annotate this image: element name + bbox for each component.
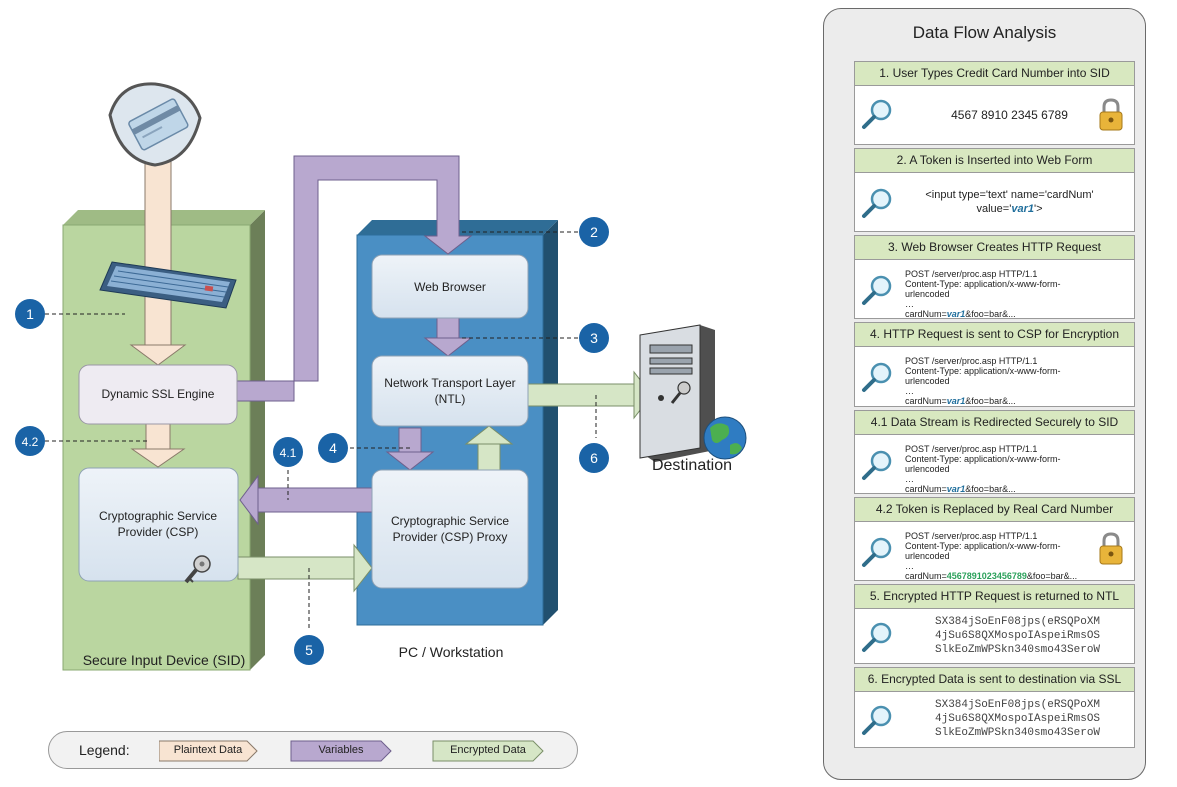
step-1-card-number: 4567 8910 2345 6789 [951,108,1068,122]
magnifier-icon [862,537,892,567]
keyboard-icon [99,261,237,309]
data-flow-diagram: Dynamic SSL Engine Cryptographic Service… [15,82,747,671]
legend-plaintext: Plaintext Data [173,744,243,756]
csp-label-line2: Provider (CSP) [118,525,199,539]
step-2-line1: <input type='text' name='cardNum' [925,189,1094,201]
csp-proxy-label-line2: Provider (CSP) Proxy [393,530,508,544]
legend-label: Legend: [79,742,130,758]
legend-variables-swatch [290,740,392,762]
legend-encrypted: Encrypted Data [450,744,526,756]
magnifier-icon [862,622,892,652]
csp-proxy-label-line1: Cryptographic Service [391,514,509,528]
marker-4-2: 4.2 [15,426,45,456]
data-flow-analysis-panel: Data Flow Analysis 1. User Types Credit … [823,8,1146,780]
step-3-header: 3. Web Browser Creates HTTP Request [854,235,1135,260]
marker-3: 3 [579,323,609,353]
csp-label-line1: Cryptographic Service [99,509,217,523]
globe-icon [703,416,747,460]
step-4-header: 4. HTTP Request is sent to CSP for Encry… [854,322,1135,347]
variables-arrow-browser-to-ntl [423,317,473,357]
web-browser-label: Web Browser [414,280,486,294]
step-4-2-header: 4.2 Token is Replaced by Real Card Numbe… [854,497,1135,522]
variables-arrow-ssl-to-browser [236,155,473,402]
step-2-line2: value='var1'> [976,203,1043,215]
key-icon [184,555,211,584]
step-6-header: 6. Encrypted Data is sent to destination… [854,667,1135,692]
legend-swatches [159,740,544,762]
svg-text:4.1: 4.1 [280,446,297,460]
lock-icon [1099,532,1123,565]
marker-4-1: 4.1 [273,437,303,467]
marker-4: 4 [318,433,348,463]
svg-text:3: 3 [590,330,598,346]
plaintext-arrow-card [129,159,187,366]
panel-title: Data Flow Analysis [912,23,1057,42]
step-2-form-code: <input type='text' name='cardNum' value=… [895,188,1124,216]
variables-arrow-ntl-to-proxy [385,427,435,471]
dynamic-ssl-engine-label: Dynamic SSL Engine [102,387,215,401]
marker-6: 6 [579,443,609,473]
marker-1: 1 [15,299,45,329]
step-4-1-header: 4.1 Data Stream is Redirected Securely t… [854,410,1135,435]
plaintext-arrow-ssl-to-csp [130,423,186,468]
magnifier-icon [862,450,892,480]
legend: Legend: Plaintext Data Variables Encrypt… [48,731,578,769]
magnifier-icon [862,705,892,735]
csp-proxy-box: Cryptographic Service Provider (CSP) Pro… [371,469,529,589]
legend-encrypted-swatch [432,740,544,762]
csp-box: Cryptographic Service Provider (CSP) [78,467,239,582]
step-1-body: 4567 8910 2345 6789 [854,86,1135,145]
magnifier-icon [862,275,892,305]
dynamic-ssl-engine-box: Dynamic SSL Engine [78,364,238,425]
sid-caption: Secure Input Device (SID) [83,652,246,668]
marker-5: 5 [294,635,324,665]
magnifier-icon [862,99,892,129]
web-browser-box: Web Browser [371,254,529,319]
step-5-header: 5. Encrypted HTTP Request is returned to… [854,584,1135,609]
ntl-box: Network Transport Layer (NTL) [371,355,529,427]
legend-plaintext-swatch [159,740,258,762]
step-2-header: 2. A Token is Inserted into Web Form [854,148,1135,173]
step-2-body: <input type='text' name='cardNum' value=… [854,173,1135,232]
step-1-header: 1. User Types Credit Card Number into SI… [854,61,1135,86]
lock-icon [1099,98,1123,131]
server-icon [639,324,715,462]
svg-text:6: 6 [590,450,598,466]
ntl-label-line1: Network Transport Layer [384,376,515,390]
magnifier-icon [862,362,892,392]
svg-text:5: 5 [305,642,313,658]
encrypted-arrow-proxy-to-ntl [464,425,514,472]
step-markers: 1 2 3 4 4.1 4.2 5 6 [15,217,609,665]
card-device-icon [108,82,202,167]
marker-leader-lines [45,231,597,630]
ntl-label-line2: (NTL) [435,392,466,406]
svg-text:2: 2 [590,224,598,240]
marker-2: 2 [579,217,609,247]
svg-text:4.2: 4.2 [22,435,39,449]
svg-text:1: 1 [26,306,34,322]
svg-text:4: 4 [329,440,337,456]
magnifier-icon [862,188,892,218]
legend-variables: Variables [318,744,364,756]
pc-caption: PC / Workstation [399,644,504,660]
destination-label: Destination [652,457,732,474]
